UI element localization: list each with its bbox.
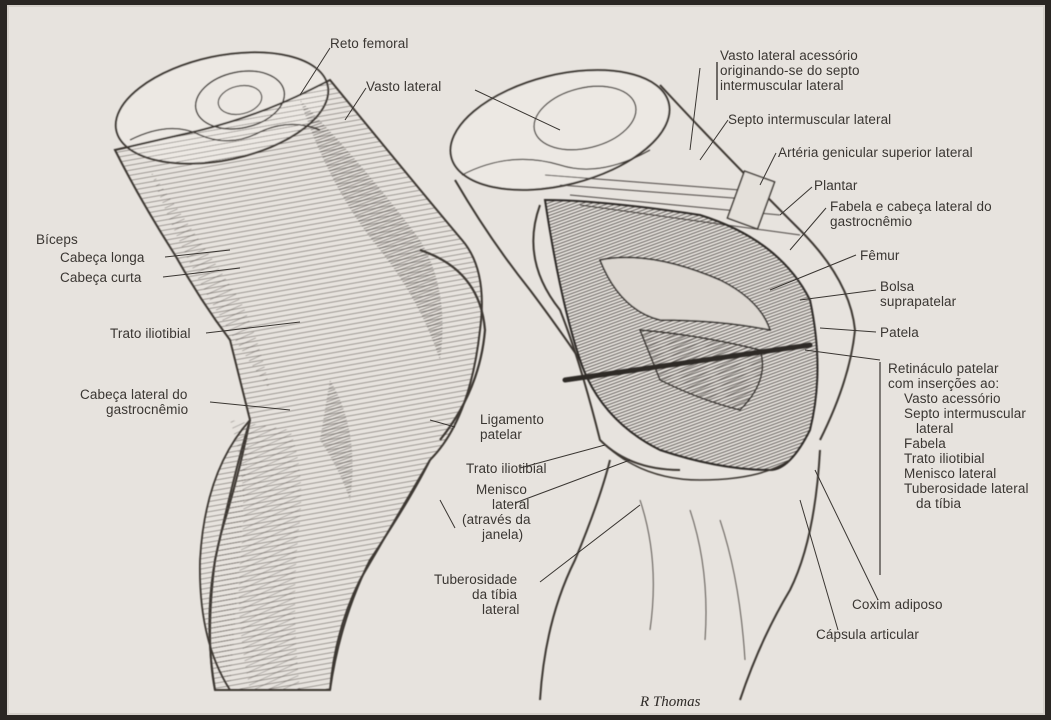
label-line: lateral [462, 497, 542, 512]
label-line: Vasto lateral acessório [720, 48, 860, 63]
label-cabeca-longa: Cabeça longa [60, 250, 145, 265]
label-tuberosidade-tibia-lateral: Tuberosidade da tíbia lateral [434, 572, 519, 617]
label-line: da tíbia [888, 496, 1029, 511]
label-line: da tíbia [434, 587, 519, 602]
label-line: Bolsa [880, 279, 956, 294]
label-line: Septo intermuscular [888, 406, 1029, 421]
label-line: Retináculo patelar [888, 361, 1029, 376]
label-retinaculo-patelar: Retináculo patelar com inserções ao: Vas… [888, 361, 1029, 511]
label-line: Vasto acessório [888, 391, 1029, 406]
label-line: Ligamento [480, 412, 544, 427]
label-reto-femoral: Reto femoral [330, 36, 408, 51]
label-cabeca-lateral-gastrocnemio: Cabeça lateral do gastrocnêmio [80, 387, 188, 417]
label-menisco-lateral: Menisco lateral (através da janela) [462, 482, 542, 542]
label-line: com inserções ao: [888, 376, 1029, 391]
label-cabeca-curta: Cabeça curta [60, 270, 142, 285]
label-line: lateral [888, 421, 1029, 436]
label-line: janela) [462, 527, 542, 542]
label-trato-iliotibial-2: Trato iliotibial [466, 461, 547, 476]
label-line: originando-se do septo [720, 63, 860, 78]
label-fabela: Fabela e cabeça lateral do gastrocnêmio [830, 199, 992, 229]
label-biceps: Bíceps [36, 232, 78, 247]
label-plantar: Plantar [814, 178, 857, 193]
label-capsula-articular: Cápsula articular [816, 627, 919, 642]
label-line: Tuberosidade [434, 572, 519, 587]
label-line: intermuscular lateral [720, 78, 860, 93]
label-line: patelar [480, 427, 544, 442]
label-line: Menisco [462, 482, 542, 497]
label-line: Cabeça lateral do [80, 387, 188, 402]
label-femur: Fêmur [860, 248, 900, 263]
label-septo-intermuscular: Septo intermuscular lateral [728, 112, 891, 127]
label-line: (através da [462, 512, 542, 527]
label-trato-iliotibial: Trato iliotibial [110, 326, 191, 341]
label-line: Fabela [888, 436, 1029, 451]
label-patela: Patela [880, 325, 919, 340]
label-line: gastrocnêmio [80, 402, 188, 417]
signature: R Thomas [639, 694, 701, 710]
label-vasto-lateral-acessorio: Vasto lateral acessório originando-se do… [720, 48, 860, 93]
label-line: Menisco lateral [888, 466, 1029, 481]
label-coxim-adiposo: Coxim adiposo [852, 597, 943, 612]
label-bolsa-suprapatelar: Bolsa suprapatelar [880, 279, 956, 309]
label-arteria-genicular: Artéria genicular superior lateral [778, 145, 973, 160]
label-line: lateral [434, 602, 519, 617]
label-line: gastrocnêmio [830, 214, 992, 229]
label-line: Tuberosidade lateral [888, 481, 1029, 496]
label-ligamento-patelar: Ligamento patelar [480, 412, 544, 442]
label-vasto-lateral: Vasto lateral [366, 79, 441, 94]
label-line: Fabela e cabeça lateral do [830, 199, 992, 214]
label-line: suprapatelar [880, 294, 956, 309]
label-line: Trato iliotibial [888, 451, 1029, 466]
